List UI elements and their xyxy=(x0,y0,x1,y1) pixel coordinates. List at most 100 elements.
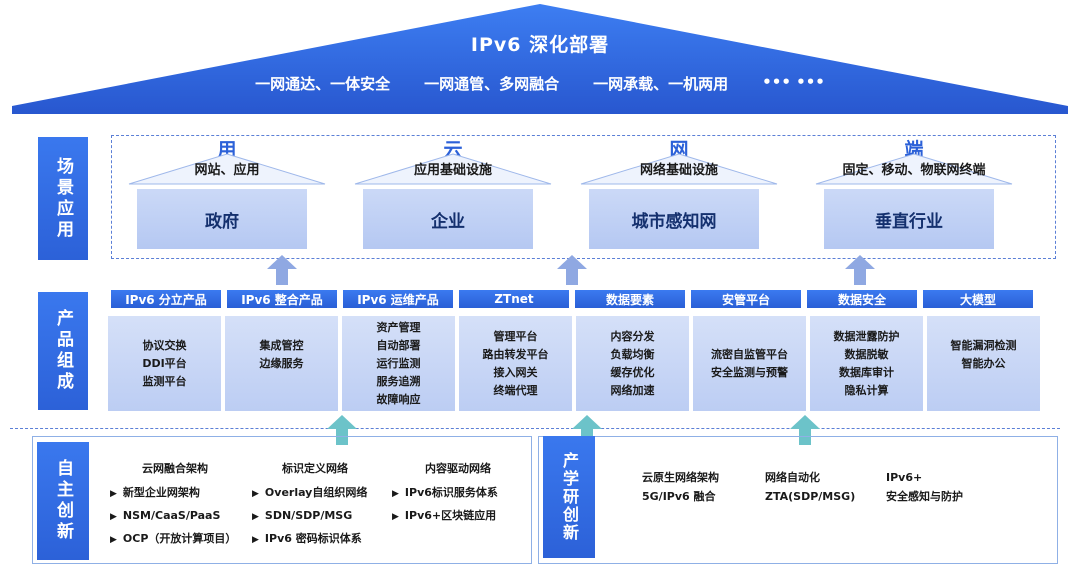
product-head: IPv6 分立产品 xyxy=(111,290,221,308)
innovation-item: OCP（开放计算项目） xyxy=(110,528,237,551)
innovation-item: SDN/SDP/MSG xyxy=(252,505,367,528)
scenario-card: 城市感知网 xyxy=(589,189,759,249)
product-item: 协议交换 xyxy=(142,338,187,352)
product-body: 协议交换 DDI平台 监测平台 xyxy=(108,316,221,411)
scenario-triangle xyxy=(580,153,778,185)
product-head: 安管平台 xyxy=(691,290,801,308)
product-item: 智能漏洞检测 xyxy=(950,338,1017,352)
innovation-column-head: 标识定义网络 xyxy=(282,462,348,475)
product-body: 数据泄露防护 数据脱敏 数据库审计 隐私计算 xyxy=(810,316,923,411)
innovation-list: Overlay自组织网络 SDN/SDP/MSG IPv6 密码标识体系 xyxy=(252,482,367,551)
innovation-item: 新型企业网架构 xyxy=(110,482,236,505)
industry-frame xyxy=(538,436,1058,564)
innovation-frame xyxy=(32,436,532,564)
scenario-subtitle: 应用基础设施 xyxy=(413,163,492,178)
roof-slogans: 一网通达、一体安全 一网通管、多网融合 一网承载、一机两用 ••• ••• xyxy=(0,73,1080,94)
roof-slogan: ••• ••• xyxy=(762,73,825,91)
product-item: 内容分发 xyxy=(610,329,655,343)
scenario-triangle xyxy=(128,153,326,185)
innovation-item: IPv6标识服务体系 xyxy=(392,482,498,505)
scenario-card: 企业 xyxy=(363,189,533,249)
product-item: 运行监测 xyxy=(376,356,421,370)
product-head: IPv6 整合产品 xyxy=(227,290,337,308)
industry-label: 产学研创新 xyxy=(543,436,595,558)
industry-line: 网络自动化 xyxy=(765,471,820,484)
up-arrow-icon xyxy=(572,415,602,445)
scenario-label: 场景应用 xyxy=(38,137,88,260)
roof-slogan: 一网通达、一体安全 xyxy=(255,75,391,93)
scenario-column: 云 应用基础设施 企业 xyxy=(353,135,553,259)
product-body: 管理平台 路由转发平台 接入网关 终端代理 xyxy=(459,316,572,411)
up-arrow-icon xyxy=(845,255,875,285)
product-item: 安全监测与预警 xyxy=(711,365,788,379)
product-item: 数据泄露防护 xyxy=(833,329,900,343)
scenario-column: 网 网络基础设施 城市感知网 xyxy=(579,135,779,259)
product-item: 集成管控 xyxy=(259,338,304,352)
product-head: 大模型 xyxy=(923,290,1033,308)
product-item: 接入网关 xyxy=(493,365,538,379)
innovation-list: IPv6标识服务体系 IPv6+区块链应用 xyxy=(392,482,498,528)
product-item: 管理平台 xyxy=(493,329,538,343)
product-body: 智能漏洞检测 智能办公 xyxy=(927,316,1040,411)
product-item: 终端代理 xyxy=(493,383,538,397)
innovation-label: 自主创新 xyxy=(37,442,89,560)
product-item: 数据库审计 xyxy=(839,365,894,379)
innovation-column-head: 云网融合架构 xyxy=(142,462,208,475)
industry-line: 5G/IPv6 融合 xyxy=(642,490,716,503)
product-item: 隐私计算 xyxy=(844,383,889,397)
up-arrow-icon xyxy=(327,415,357,445)
product-body: 资产管理 自动部署 运行监测 服务追溯 故障响应 xyxy=(342,316,455,411)
innovation-column-head: 内容驱动网络 xyxy=(425,462,491,475)
innovation-item: NSM/CaaS/PaaS xyxy=(110,505,236,528)
industry-cell: 网络自动化 ZTA(SDP/MSG) xyxy=(765,468,855,506)
scenario-card: 垂直行业 xyxy=(824,189,994,249)
roof-banner xyxy=(12,4,1068,114)
product-item: 路由转发平台 xyxy=(482,347,549,361)
product-body: 内容分发 负载均衡 缓存优化 网络加速 xyxy=(576,316,689,411)
innovation-list: 新型企业网架构 NSM/CaaS/PaaS OCP（开放计算项目） xyxy=(110,482,237,551)
product-item: 资产管理 xyxy=(376,320,421,334)
up-arrow-icon xyxy=(790,415,820,445)
product-item: 故障响应 xyxy=(376,392,421,406)
scenario-triangle xyxy=(354,153,552,185)
section-divider xyxy=(10,428,1060,429)
product-item: 流密自监管平台 xyxy=(711,347,788,361)
product-item: 网络加速 xyxy=(610,383,655,397)
innovation-item: IPv6+区块链应用 xyxy=(392,505,498,528)
product-item: 数据脱敏 xyxy=(844,347,889,361)
scenario-triangle xyxy=(815,153,1013,185)
product-label: 产品组成 xyxy=(38,292,88,410)
product-head: 数据安全 xyxy=(807,290,917,308)
industry-cell: 云原生网络架构 5G/IPv6 融合 xyxy=(642,468,719,506)
scenario-card: 政府 xyxy=(137,189,307,249)
scenario-subtitle: 网络基础设施 xyxy=(639,163,718,178)
product-head: ZTnet xyxy=(459,290,569,308)
scenario-column: 端 固定、移动、物联网终端 垂直行业 xyxy=(814,135,1014,259)
up-arrow-icon xyxy=(267,255,297,285)
industry-cell: IPv6+ 安全感知与防护 xyxy=(886,468,963,506)
scenario-frame xyxy=(111,135,1056,259)
industry-line: ZTA(SDP/MSG) xyxy=(765,490,856,503)
product-item: DDI平台 xyxy=(142,356,187,370)
up-arrow-icon xyxy=(557,255,587,285)
industry-line: 安全感知与防护 xyxy=(886,490,963,503)
product-head: 数据要素 xyxy=(575,290,685,308)
innovation-item: IPv6 密码标识体系 xyxy=(252,528,367,551)
roof-title: IPv6 深化部署 xyxy=(470,34,610,56)
scenario-subtitle: 固定、移动、物联网终端 xyxy=(842,163,986,178)
industry-line: 云原生网络架构 xyxy=(642,471,719,484)
product-item: 服务追溯 xyxy=(376,374,421,388)
product-head: IPv6 运维产品 xyxy=(343,290,453,308)
scenario-column: 用 网站、应用 政府 xyxy=(127,135,327,259)
product-item: 负载均衡 xyxy=(610,347,655,361)
product-body: 集成管控 边缘服务 xyxy=(225,316,338,411)
product-item: 边缘服务 xyxy=(259,356,304,370)
product-item: 自动部署 xyxy=(376,338,421,352)
product-body: 流密自监管平台 安全监测与预警 xyxy=(693,316,806,411)
product-item: 监测平台 xyxy=(142,374,187,388)
innovation-item: Overlay自组织网络 xyxy=(252,482,367,505)
roof-slogan: 一网通管、多网融合 xyxy=(424,75,560,93)
industry-line: IPv6+ xyxy=(886,471,923,484)
roof-slogan: 一网承载、一机两用 xyxy=(593,75,729,93)
product-item: 智能办公 xyxy=(961,356,1006,370)
